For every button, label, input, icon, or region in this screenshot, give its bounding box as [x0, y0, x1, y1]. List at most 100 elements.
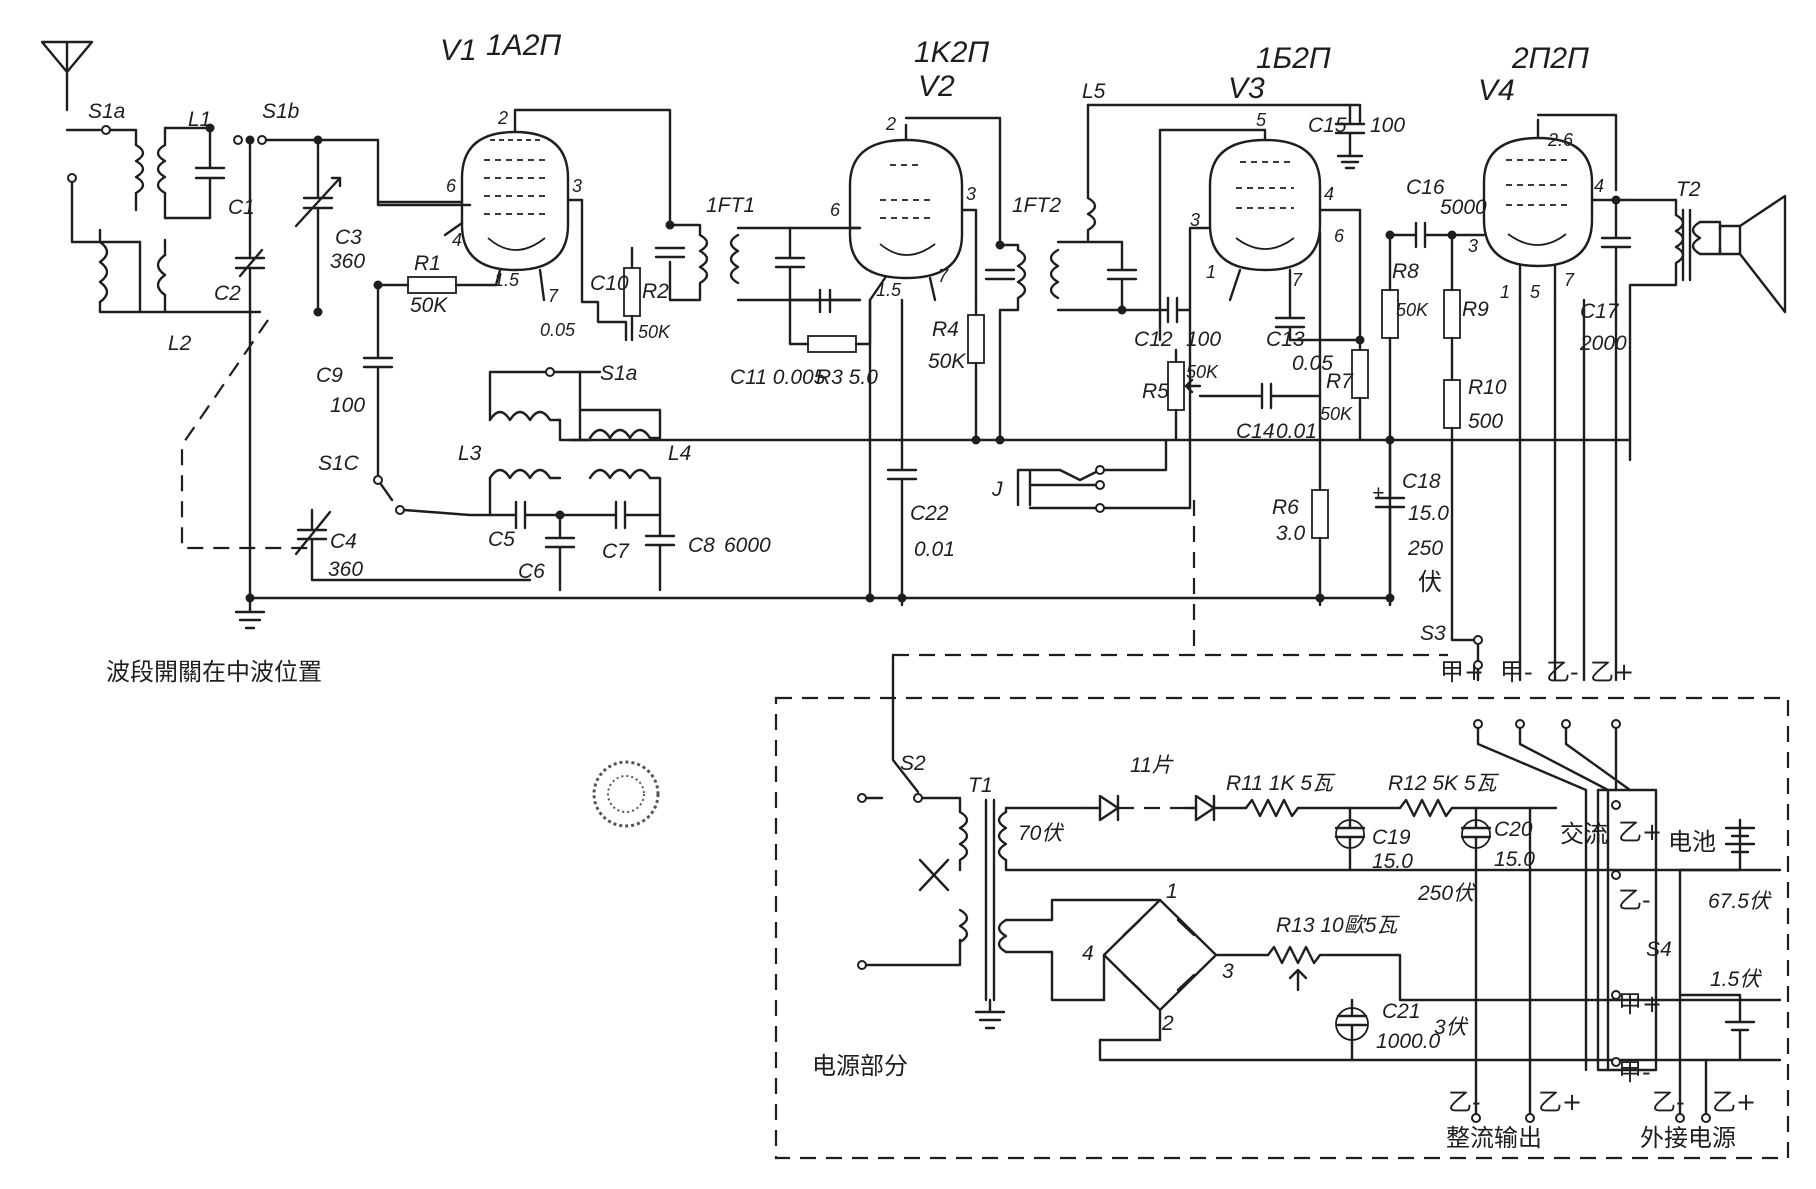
- resistor-r11: [1244, 798, 1352, 818]
- bus-label-b-minus: 乙-: [1546, 658, 1579, 686]
- battery-label: 电池: [1668, 828, 1716, 856]
- bus-label-a-plus: 甲+: [1440, 658, 1484, 686]
- c21-label: C21: [1382, 1000, 1421, 1023]
- s4-pos-a-plus: 甲+: [1618, 990, 1662, 1018]
- capacitor-c18: [1374, 438, 1406, 607]
- capacitor-c21: [1335, 998, 1369, 1062]
- resistor-r12: [1348, 798, 1558, 818]
- t1-label: T1: [968, 774, 993, 797]
- s3-label: S3: [1420, 622, 1446, 645]
- r10-value: 500: [1468, 410, 1503, 433]
- capacitor-c19: [1334, 806, 1366, 872]
- v2-pin-3: 3: [966, 184, 976, 204]
- battery-icon: [1678, 818, 1756, 1062]
- oscillator-coil-l4: [578, 403, 662, 522]
- resistor-r2: [623, 246, 641, 342]
- v3-type: 1Б2П: [1256, 42, 1331, 75]
- c3-value: 360: [330, 250, 365, 273]
- r2-value: 50K: [638, 322, 671, 342]
- r13-label: R13 10歐5瓦: [1276, 914, 1400, 937]
- c18-volt-unit: 伏: [1418, 568, 1442, 596]
- rectifier-output-label: 整流输出: [1446, 1124, 1542, 1152]
- antenna-coil-l2: [98, 228, 262, 314]
- c17-label: C17: [1580, 300, 1620, 323]
- v1-type: 1A2П: [486, 29, 561, 62]
- v2-pin-7: 7: [938, 266, 949, 286]
- c18-plus: +: [1372, 482, 1384, 505]
- c4-value: 360: [328, 558, 363, 581]
- r7-label: R7: [1326, 370, 1354, 393]
- v1-pin-4: 4: [452, 230, 462, 250]
- rectifier-output-terminals: [1471, 806, 1535, 1123]
- v4-pin-4: 4: [1594, 176, 1604, 196]
- v1-ref: V1: [440, 34, 477, 67]
- c18-voltage: 250: [1407, 537, 1443, 560]
- s4-label: S4: [1646, 938, 1672, 961]
- capacitor-c14: [1198, 382, 1322, 410]
- oscillator-coil-l3: [488, 403, 582, 517]
- c18-label: C18: [1402, 470, 1441, 493]
- c21-value: 1000.0: [1376, 1030, 1441, 1053]
- r10-label: R10: [1468, 376, 1507, 399]
- out-term-b-minus: 乙-: [1448, 1088, 1481, 1116]
- capacitor-c5: [488, 500, 562, 530]
- v4-pin-7: 7: [1564, 270, 1575, 290]
- resistor-r7: [1351, 338, 1369, 442]
- v1-pin-3: 3: [572, 176, 582, 196]
- battery-low-voltage: 1.5伏: [1710, 968, 1762, 991]
- c15-value: 100: [1370, 114, 1405, 137]
- v3-pin-1: 1: [1206, 262, 1216, 282]
- c5-label: C5: [488, 528, 515, 551]
- c9-label: C9: [316, 364, 343, 387]
- capacitor-c17: [1600, 198, 1632, 292]
- r6-value: 3.0: [1276, 522, 1306, 545]
- phone-jack-j: [1016, 438, 1192, 513]
- c12-value: 100: [1186, 328, 1221, 351]
- c13-value: 0.05: [1292, 352, 1333, 375]
- c12-label: C12: [1134, 328, 1173, 351]
- c16-label: C16: [1406, 176, 1445, 199]
- c22-value: 0.01: [914, 538, 955, 561]
- bus-label-a-minus: 甲-: [1500, 658, 1533, 686]
- if-transformer-1: [654, 223, 862, 302]
- capacitor-c13: [1274, 298, 1362, 342]
- jack-label: J: [991, 478, 1003, 501]
- tube-v2: [848, 116, 1002, 302]
- c14-label: C14: [1236, 420, 1275, 443]
- capacitor-c12: [1120, 296, 1192, 324]
- c22-label: C22: [910, 502, 949, 525]
- filter-cap-voltage: 250伏: [1417, 882, 1476, 905]
- bridge-node-3: 3: [1222, 960, 1234, 983]
- v3-pin-6: 6: [1334, 226, 1345, 246]
- c14-value: 0.01: [1276, 420, 1317, 443]
- v2-type: 1K2П: [914, 36, 989, 69]
- r11-label: R11 1K 5瓦: [1226, 772, 1336, 795]
- resistor-r13: [1266, 945, 1782, 1002]
- r8-value: 50K: [1396, 300, 1429, 320]
- r8-label: R8: [1392, 260, 1419, 283]
- t2-label: T2: [1676, 178, 1701, 201]
- capacitor-c10: [580, 283, 628, 342]
- v3-pin-7: 7: [1292, 270, 1303, 290]
- switch-s1a-osc: [488, 367, 602, 407]
- v2-pin-2: 2: [885, 114, 896, 134]
- bus-label-b-plus: 乙+: [1590, 658, 1634, 686]
- v1-pin-1.5: 1.5: [494, 270, 520, 290]
- regen-coil-l5: [1086, 103, 1362, 242]
- c11-label: C11 0.005: [730, 366, 826, 389]
- antenna-coil-l1: [108, 126, 212, 220]
- supply-leads: [868, 288, 1618, 682]
- switch-s1c: [373, 475, 492, 517]
- c4-label: C4: [330, 530, 357, 553]
- c20-value: 15.0: [1494, 848, 1535, 871]
- v4-pin-1: 1: [1500, 282, 1510, 302]
- r6-label: R6: [1272, 496, 1299, 519]
- l5-label: L5: [1082, 80, 1106, 103]
- v1-pin-7: 7: [548, 286, 559, 306]
- power-supply-section: [774, 653, 1790, 1160]
- secondary-voltage: 70伏: [1018, 822, 1064, 845]
- c16-value: 5000: [1440, 196, 1487, 219]
- capacitor-c4: [294, 508, 532, 582]
- r5-value: 50K: [1186, 362, 1219, 382]
- band-switch-note: 波段開關在中波位置: [106, 658, 322, 686]
